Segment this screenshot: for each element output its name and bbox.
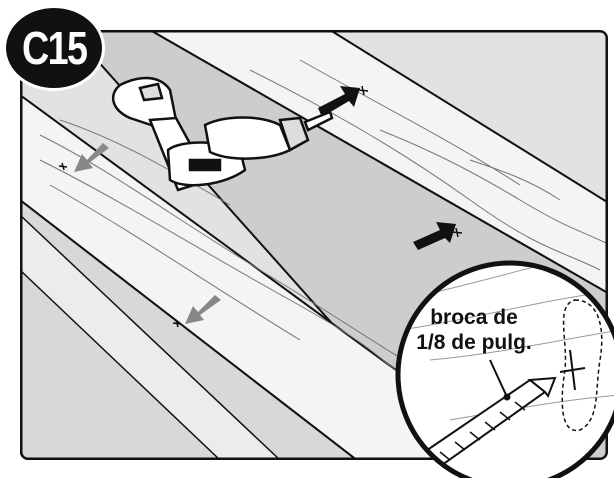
drill-bit-icon [418, 359, 557, 472]
callout-line-1: broca de [430, 306, 518, 329]
arrow-top-icon [318, 86, 360, 117]
drill-icon [111, 76, 334, 192]
step-label: C15 [21, 22, 88, 74]
arrow-left-icon [74, 143, 109, 172]
joist-board [20, 93, 472, 460]
wood-grain [39, 59, 608, 391]
drill-bit-size-label: broca de 1/8 de pulg. [404, 305, 544, 355]
step-badge: C15 [3, 5, 105, 91]
pilot-hole-marks [58, 85, 463, 328]
arrow-bottom-icon [185, 295, 221, 324]
callout-line-2: 1/8 de pulg. [416, 331, 532, 354]
pointer-arrows [74, 86, 456, 324]
lower-shadow [20, 197, 381, 460]
lower-board-edge [20, 213, 282, 460]
arrow-right-icon [413, 222, 456, 250]
